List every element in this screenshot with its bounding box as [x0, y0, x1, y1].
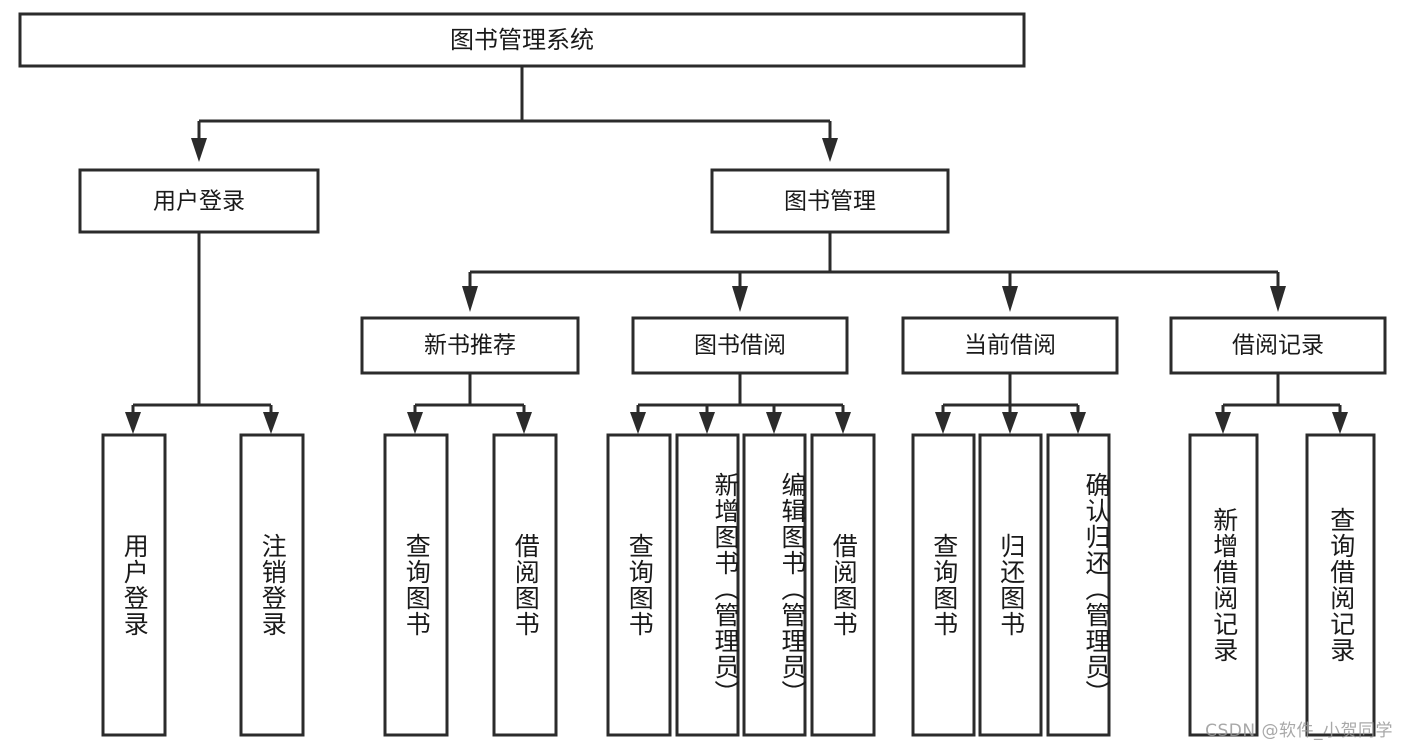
arrowhead-leaf-cur-confirm: [1070, 412, 1086, 434]
connector-group-borrow-record: [1215, 373, 1348, 434]
node-borrow-record-box[interactable]: [1169, 316, 1387, 375]
connector-group-root: [191, 66, 838, 162]
node-root[interactable]: [18, 12, 1026, 68]
arrowhead-leaf-cur-query: [935, 412, 951, 434]
connector-group-book-manage: [462, 232, 1286, 312]
arrowhead-new-book-rec: [462, 286, 478, 312]
leaf-rec-query-record-box[interactable]: [1305, 433, 1376, 737]
leaf-rec-query-box[interactable]: [383, 433, 449, 737]
arrowhead-leaf-cur-return: [1002, 412, 1018, 434]
leaf-borrow-add-box[interactable]: [675, 433, 740, 737]
arrowhead-book-borrow: [732, 286, 748, 312]
arrowhead-current-borrow: [1002, 286, 1018, 312]
arrowhead-leaf-rec-query: [407, 412, 423, 434]
arrowhead-leaf-rec-query-record: [1332, 412, 1348, 434]
arrowhead-leaf-rec-add: [1215, 412, 1231, 434]
arrowhead-leaf-user-logout: [263, 412, 279, 434]
arrowhead-borrow-record: [1270, 286, 1286, 312]
connector-group-new-book-rec: [407, 373, 532, 434]
node-current-borrow-box[interactable]: [901, 316, 1119, 375]
leaf-rec-borrow-box[interactable]: [492, 433, 558, 737]
node-book-borrow-label: 图书借阅: [694, 333, 786, 359]
leaf-boxes[interactable]: [101, 433, 1376, 737]
leaf-borrow-query-box[interactable]: [606, 433, 672, 737]
arrowhead-leaf-rec-borrow: [516, 412, 532, 434]
arrowhead-leaf-borrow-add: [699, 412, 715, 434]
node-book-manage-box[interactable]: [710, 168, 950, 234]
leaf-cur-return-box[interactable]: [978, 433, 1043, 737]
arrowhead-user-login: [191, 138, 207, 162]
node-book-borrow-box[interactable]: [631, 316, 849, 375]
node-user-login-label: 用户登录: [153, 189, 245, 215]
csdn-watermark: CSDN @软件_小贺同学: [1205, 721, 1393, 741]
connector-group-user-login: [125, 232, 279, 434]
node-current-borrow-label: 当前借阅: [964, 333, 1056, 359]
node-root-label: 图书管理系统: [450, 26, 594, 54]
leaf-cur-query-box[interactable]: [911, 433, 976, 737]
node-book-borrow[interactable]: [631, 316, 849, 375]
node-borrow-record[interactable]: [1169, 316, 1387, 375]
connector-group-current-borrow: [935, 373, 1086, 434]
leaf-cur-confirm-box[interactable]: [1046, 433, 1111, 737]
node-book-manage[interactable]: [710, 168, 950, 234]
node-new-book-rec-label: 新书推荐: [424, 333, 516, 359]
arrowhead-leaf-borrow-edit: [766, 412, 782, 434]
arrowhead-book-manage: [822, 138, 838, 162]
node-root-box[interactable]: [18, 12, 1026, 68]
arrowhead-leaf-borrow-query: [630, 412, 646, 434]
node-new-book-rec-box[interactable]: [360, 316, 580, 375]
node-borrow-record-label: 借阅记录: [1232, 333, 1324, 359]
leaf-borrow-do-box[interactable]: [810, 433, 876, 737]
leaf-user-login-box[interactable]: [101, 433, 167, 737]
node-book-manage-label: 图书管理: [784, 189, 876, 215]
leaf-borrow-edit-box[interactable]: [742, 433, 807, 737]
connector-group-book-borrow: [630, 373, 851, 434]
leaf-rec-add-box[interactable]: [1188, 433, 1259, 737]
arrowhead-leaf-user-login: [125, 412, 141, 434]
arrowhead-leaf-borrow-do: [835, 412, 851, 434]
node-new-book-rec[interactable]: [360, 316, 580, 375]
leaf-user-logout-box[interactable]: [239, 433, 305, 737]
node-current-borrow[interactable]: [901, 316, 1119, 375]
